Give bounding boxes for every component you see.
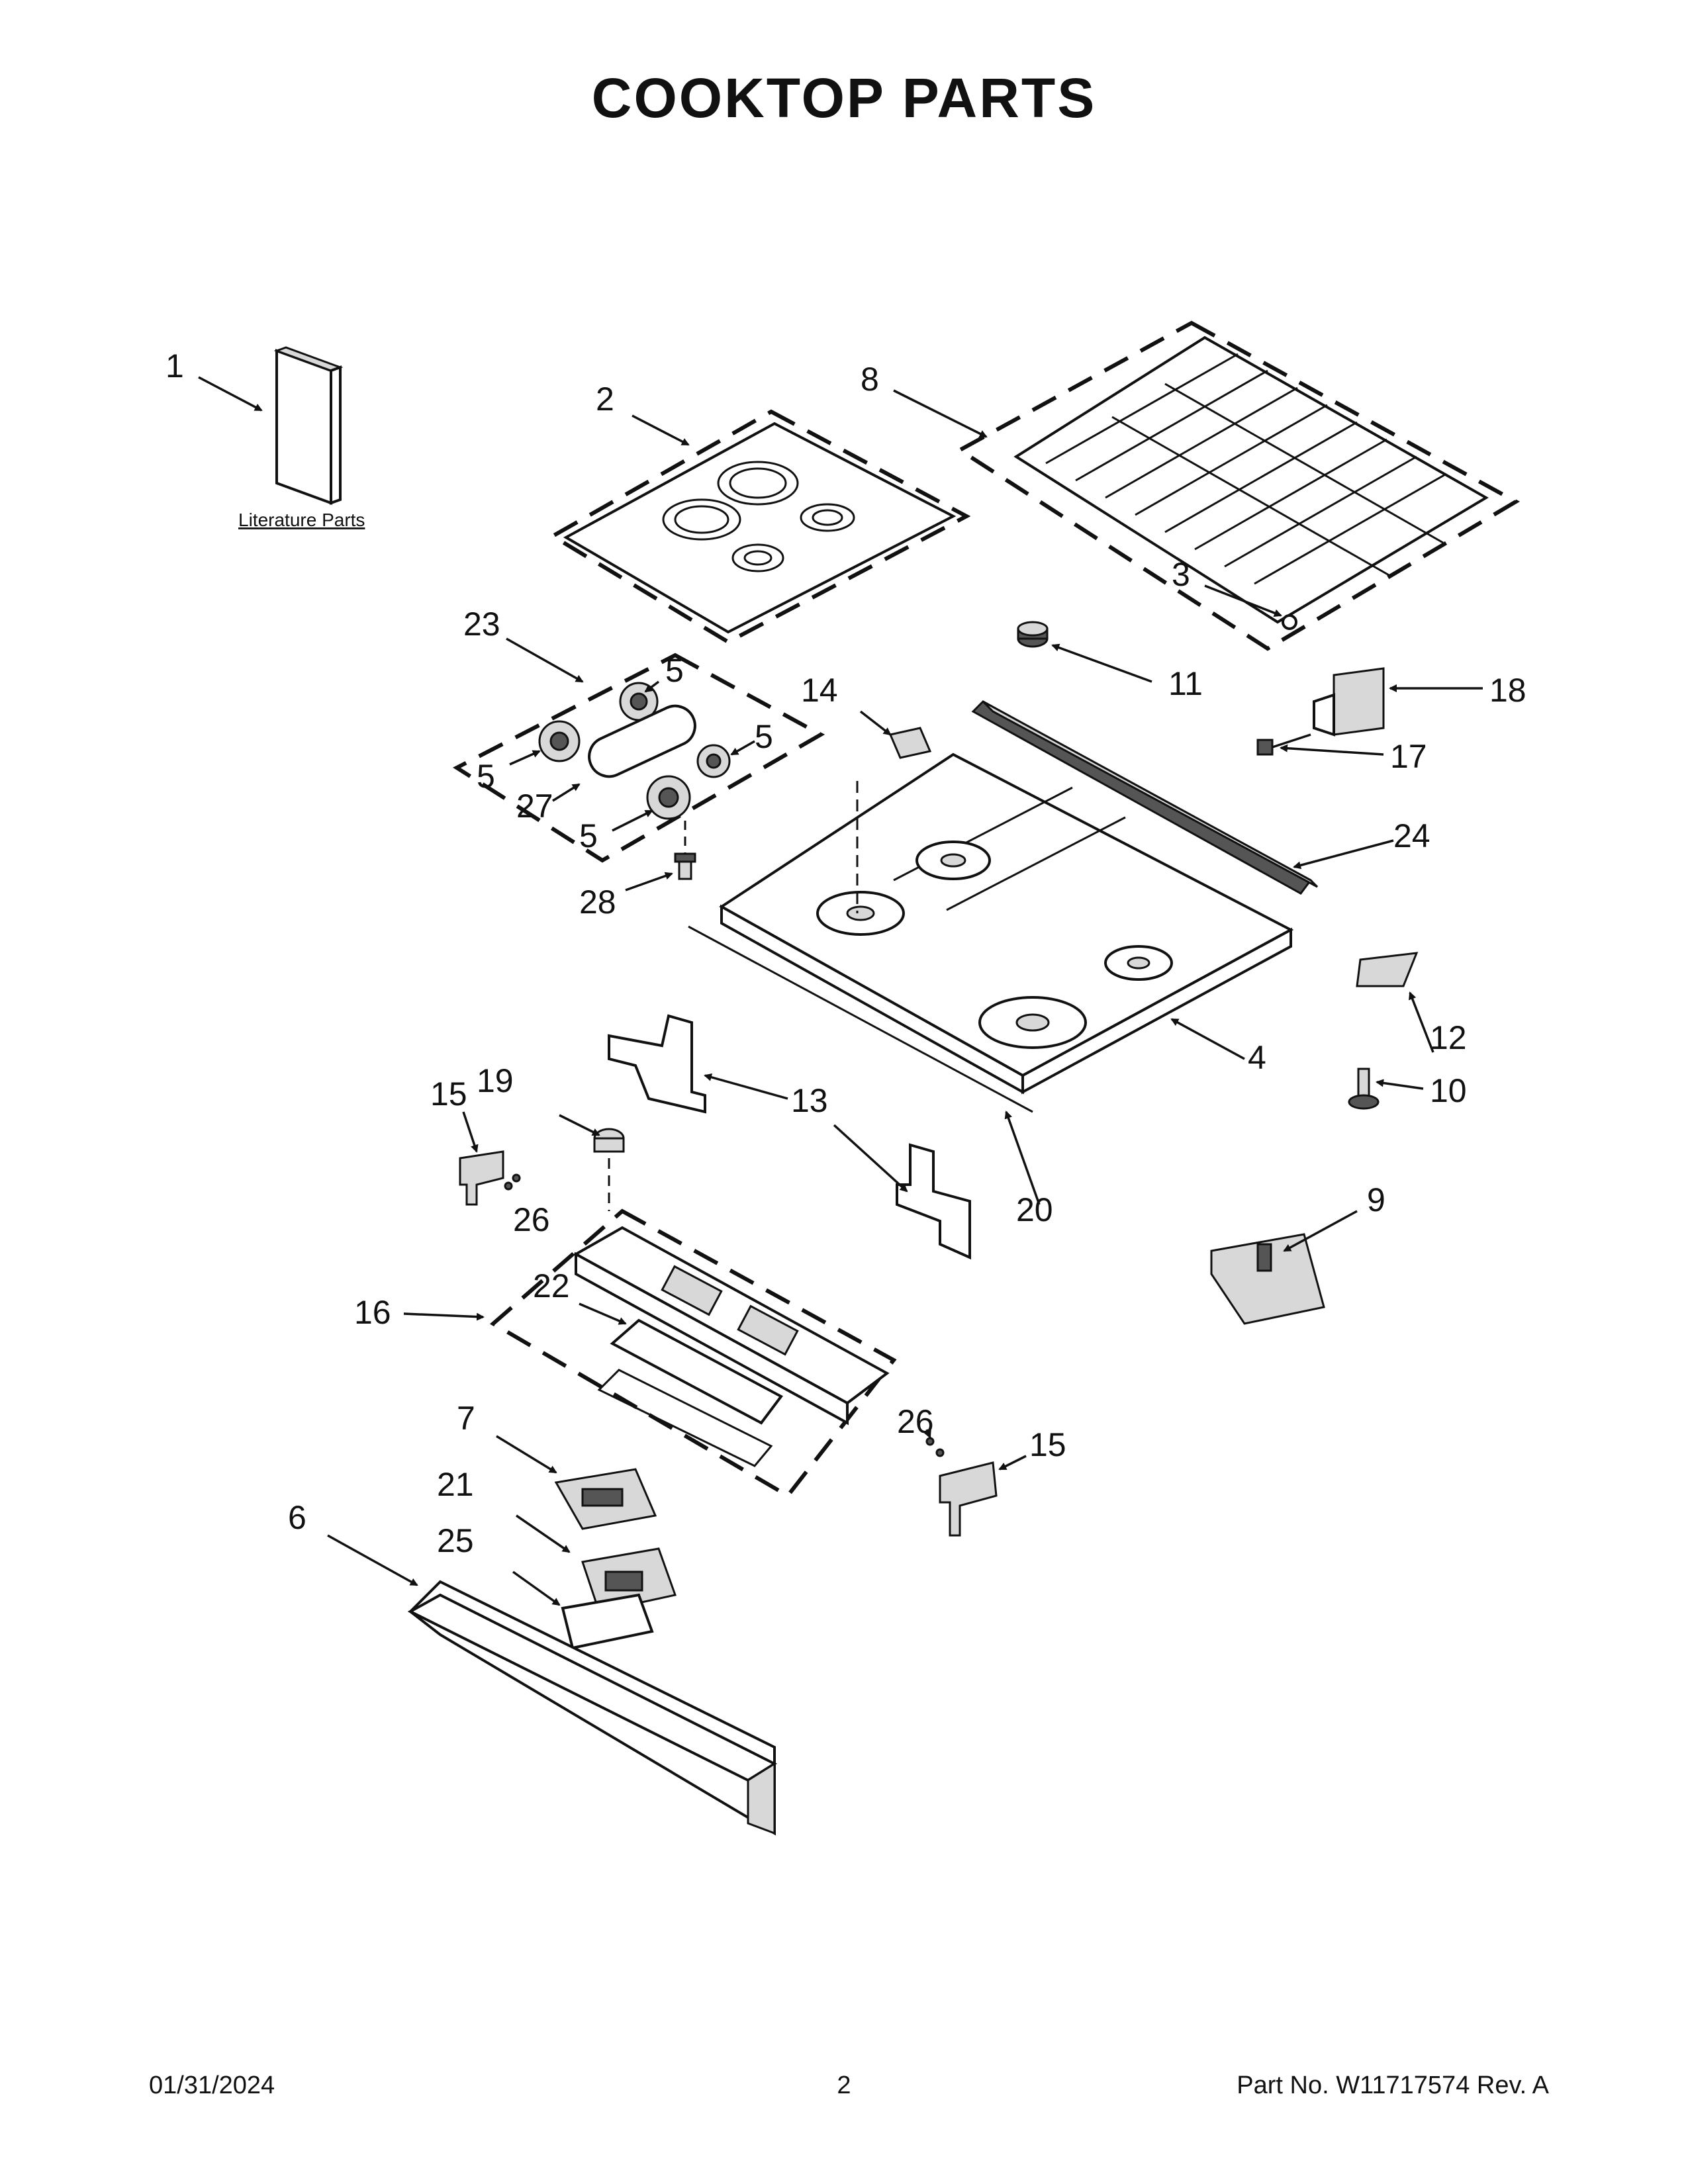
callout-15a: 15 <box>430 1075 467 1113</box>
callout-labels: 1 2 8 3 11 18 17 14 24 23 5 5 5 27 5 28 … <box>165 347 1526 1559</box>
part-22-gasket <box>597 1318 783 1467</box>
part-6-front-trim <box>407 1580 778 1836</box>
part-10-leg <box>1348 1068 1380 1110</box>
callout-26b: 26 <box>897 1403 934 1440</box>
literature-parts-label: Literature Parts <box>238 510 365 530</box>
part-25-plate <box>561 1593 654 1650</box>
part-8-grates <box>956 320 1521 651</box>
footer-page-number: 2 <box>837 2071 851 2099</box>
part-15-left-clip <box>459 1150 521 1206</box>
part-21-board <box>581 1547 677 1613</box>
callout-28: 28 <box>579 884 616 921</box>
callout-14: 14 <box>801 672 838 709</box>
page-title: COOKTOP PARTS <box>591 67 1097 129</box>
callout-5d: 5 <box>579 817 598 854</box>
part-19-knob <box>593 1128 625 1211</box>
callout-15b: 15 <box>1029 1426 1066 1463</box>
callout-7: 7 <box>457 1400 475 1437</box>
callout-23: 23 <box>463 606 500 643</box>
callout-4: 4 <box>1248 1039 1266 1076</box>
footer-date: 01/31/2024 <box>149 2071 275 2099</box>
footer-part-number: Part No. W11717574 Rev. A <box>1237 2071 1549 2099</box>
callout-5b: 5 <box>755 718 773 755</box>
part-13-brackets <box>608 1014 971 1260</box>
part-24-vent-trim <box>971 700 1319 895</box>
callout-6: 6 <box>288 1499 306 1536</box>
callout-3: 3 <box>1172 556 1190 593</box>
part-2-cooktop-surface <box>549 409 971 645</box>
callout-13: 13 <box>791 1082 828 1119</box>
callout-2: 2 <box>596 381 614 418</box>
leader-lines <box>198 376 1483 1606</box>
callout-22: 22 <box>533 1267 570 1304</box>
part-20-trim <box>688 925 1033 1113</box>
callout-27: 27 <box>516 788 553 825</box>
callout-20: 20 <box>1016 1191 1053 1228</box>
part-18-bracket <box>1313 667 1385 737</box>
part-11-foot <box>1017 621 1049 648</box>
part-9-module <box>1210 1233 1325 1325</box>
part-23-burner-set <box>452 653 825 863</box>
part-17-screw <box>1256 733 1311 756</box>
callout-17: 17 <box>1390 738 1427 775</box>
callout-10: 10 <box>1430 1072 1467 1109</box>
part-16-control-panel <box>489 1208 897 1498</box>
callout-26a: 26 <box>513 1201 550 1238</box>
callout-8: 8 <box>861 361 879 398</box>
callout-21: 21 <box>437 1466 474 1503</box>
callout-1: 1 <box>165 347 184 385</box>
part-4-main-top <box>719 752 1294 1095</box>
part-1-literature: Literature Parts <box>238 346 365 530</box>
callout-11: 11 <box>1168 665 1203 702</box>
part-15-right-clip <box>925 1437 998 1537</box>
callout-24: 24 <box>1393 817 1430 854</box>
callout-12: 12 <box>1430 1019 1467 1056</box>
callout-19: 19 <box>477 1062 514 1099</box>
callout-5a: 5 <box>665 652 684 689</box>
callout-5c: 5 <box>477 758 495 795</box>
callout-18: 18 <box>1489 672 1526 709</box>
part-7-board <box>554 1468 657 1530</box>
callout-16: 16 <box>354 1294 391 1331</box>
part-28-screw <box>674 821 696 880</box>
callout-25: 25 <box>437 1522 474 1559</box>
part-12-bracket <box>1356 952 1419 987</box>
part-14-bracket <box>888 727 932 759</box>
callout-9: 9 <box>1367 1181 1385 1218</box>
